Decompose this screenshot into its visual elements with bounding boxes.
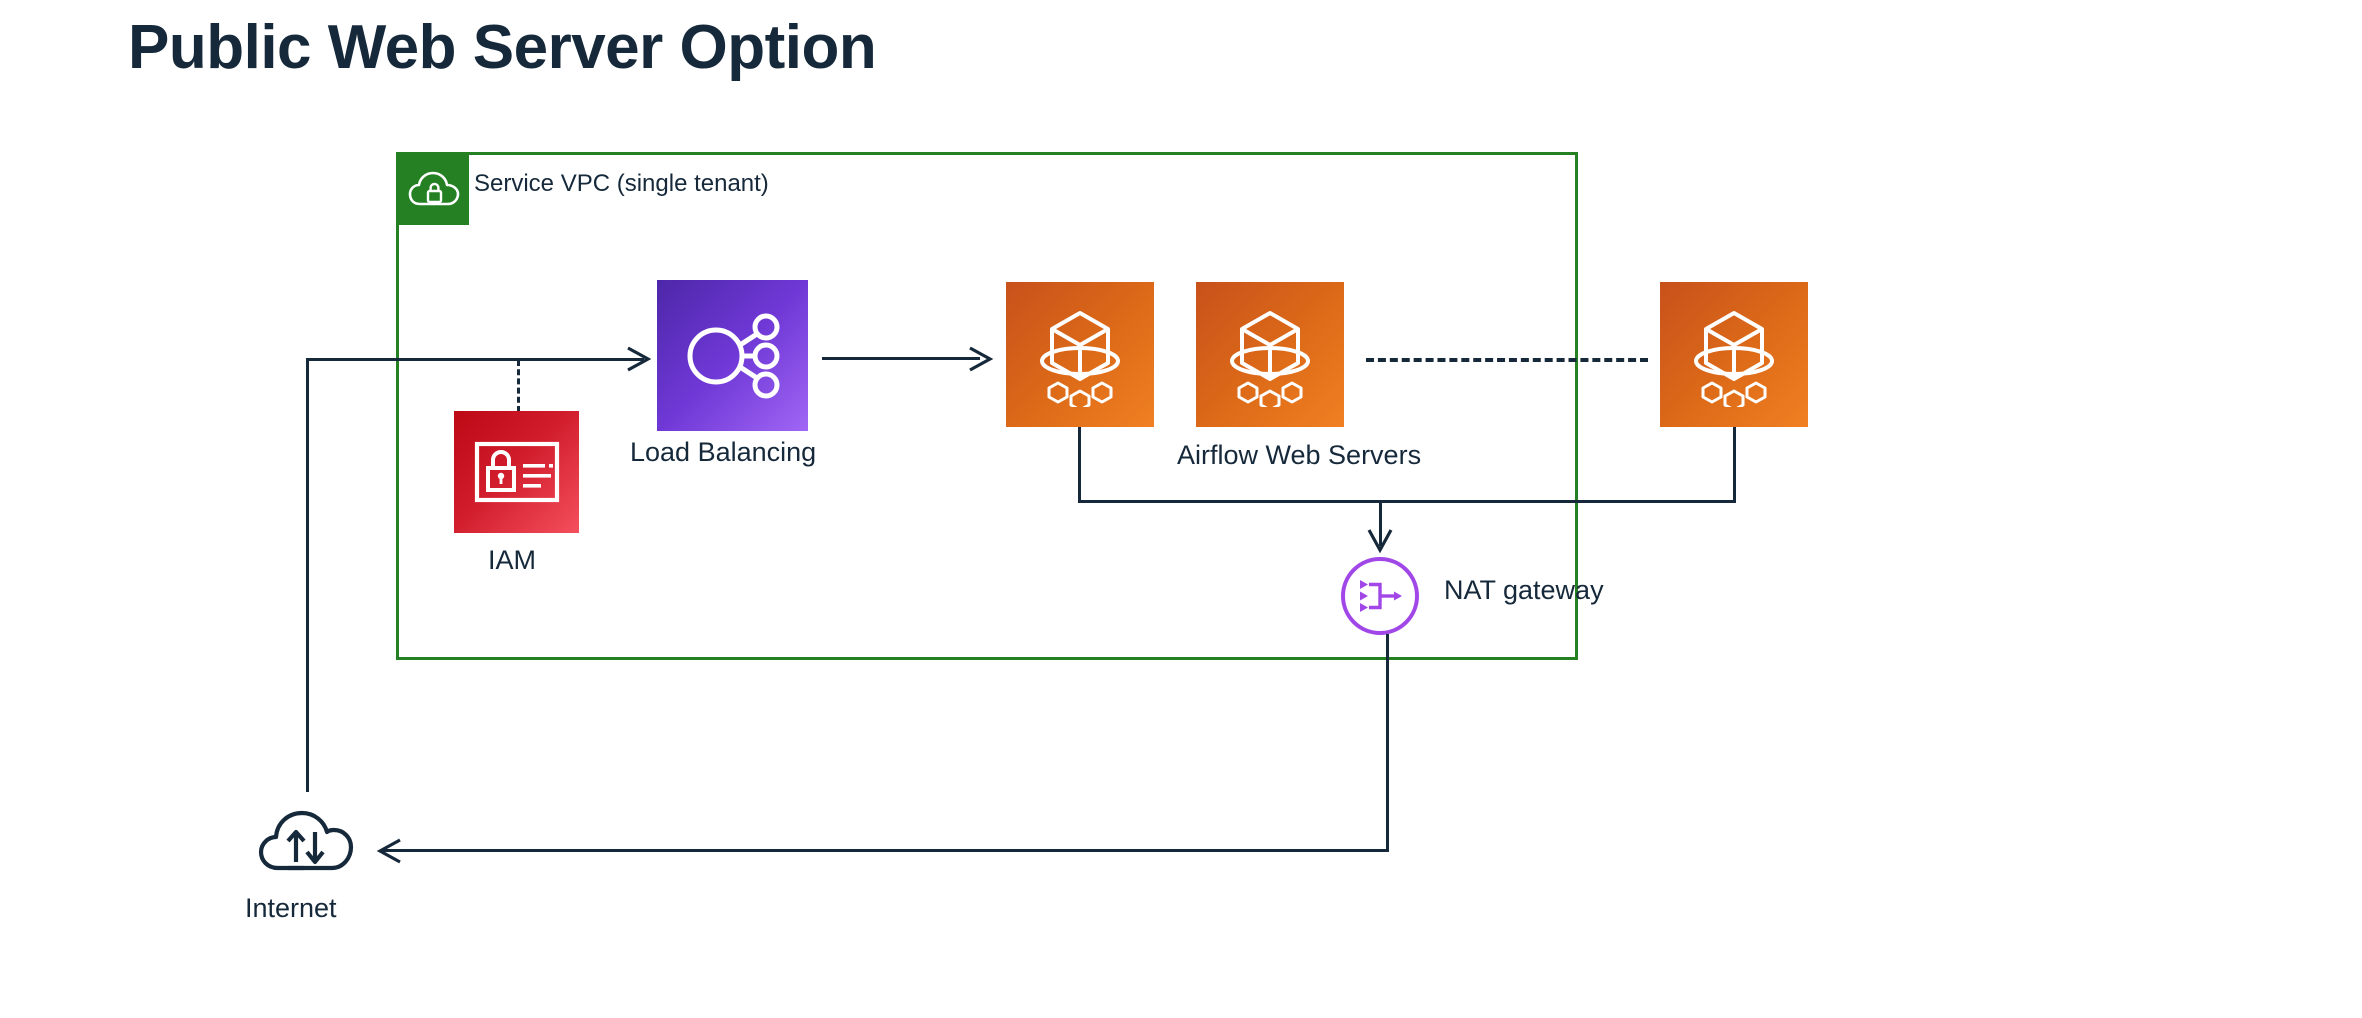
web-server-tile-2[interactable]: [1196, 282, 1344, 427]
nat-gateway-label: NAT gateway: [1444, 575, 1604, 605]
nat-gateway-icon[interactable]: [1340, 556, 1420, 636]
connector-nat-down: [1386, 634, 1389, 852]
arrowhead-into-web-server: [969, 346, 994, 372]
page-title: Public Web Server Option: [128, 13, 877, 82]
iam-tile[interactable]: [454, 411, 579, 533]
arrowhead-into-load-balancer: [627, 346, 652, 372]
connector-iam-dashed: [517, 360, 520, 412]
connector-bus-to-nat: [1379, 500, 1382, 546]
web-server-tile-1[interactable]: [1006, 282, 1154, 427]
web-servers-label: Airflow Web Servers: [1177, 440, 1422, 470]
load-balancer-icon: [687, 313, 779, 398]
connector-internet-riser: [306, 358, 309, 792]
airflow-web-server-icon: [1230, 310, 1310, 407]
load-balancer-label: Load Balancing: [630, 437, 817, 467]
connector-webserver3-down: [1733, 427, 1736, 503]
connector-webserver1-down: [1078, 427, 1081, 503]
load-balancer-tile[interactable]: [657, 280, 808, 431]
connector-internet-to-lb-horizontal: [306, 358, 644, 361]
connector-lb-to-webserver: [822, 357, 980, 360]
arrowhead-into-internet: [376, 838, 401, 864]
service-vpc-label: Service VPC (single tenant): [474, 170, 769, 197]
connector-nat-to-internet-horizontal: [382, 849, 1389, 852]
vpc-cloud-lock-icon: [399, 155, 469, 225]
airflow-web-server-icon: [1040, 310, 1120, 407]
connector-webserver-scaling-dashed: [1366, 358, 1648, 362]
arrowhead-into-nat-gateway: [1367, 529, 1393, 554]
web-server-tile-3[interactable]: [1660, 282, 1808, 427]
service-vpc-boundary: [396, 152, 1578, 660]
internet-label: Internet: [245, 893, 337, 923]
iam-id-card-lock-icon: [474, 441, 559, 503]
connector-webserver-bus: [1078, 500, 1736, 503]
internet-cloud-icon[interactable]: [258, 806, 354, 878]
iam-label: IAM: [488, 545, 537, 575]
airflow-web-server-icon: [1694, 310, 1774, 407]
